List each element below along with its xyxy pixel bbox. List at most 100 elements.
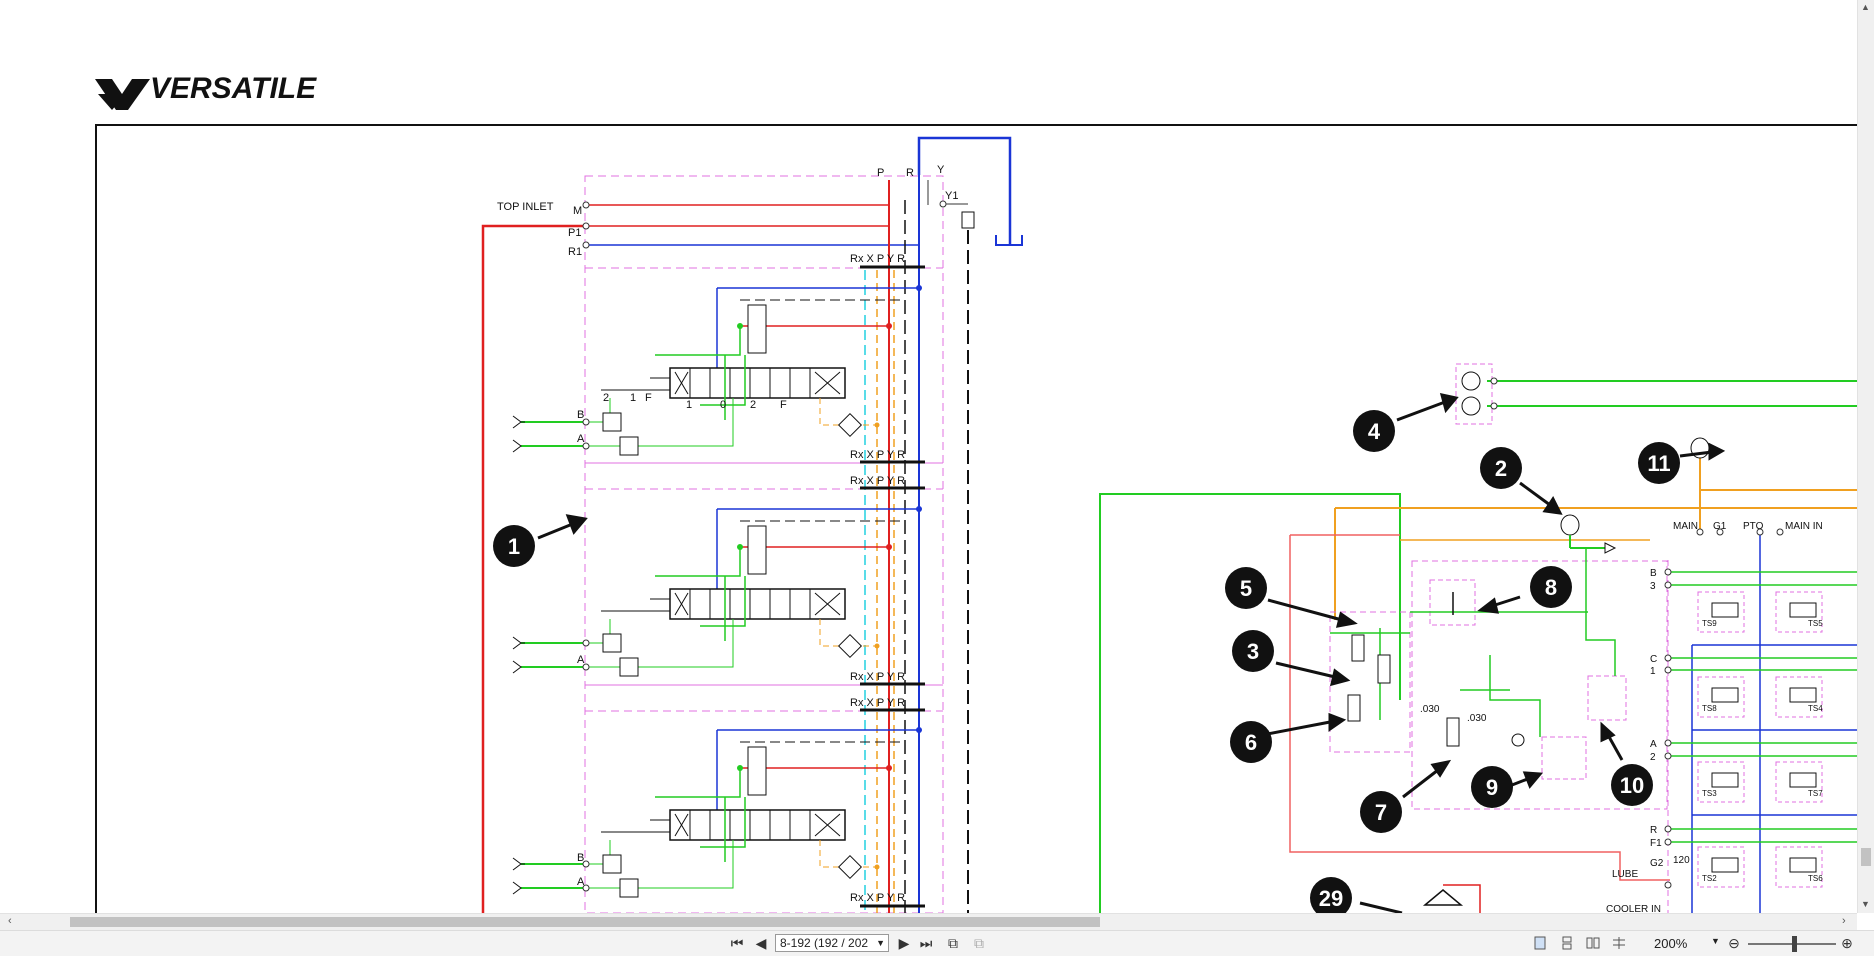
- callout-circles: [493, 410, 1680, 913]
- label-ts9: TS9: [1702, 619, 1717, 628]
- facing-view-icon[interactable]: [1612, 936, 1626, 950]
- ddr-row-5: Rx X P Y R: [850, 697, 905, 709]
- callout-8: 8: [1545, 575, 1557, 600]
- label-y1: Y1: [945, 190, 958, 202]
- paste-page-icon[interactable]: ⧉: [974, 935, 984, 951]
- last-page-icon[interactable]: ⏭: [919, 935, 933, 951]
- label-r: R: [906, 167, 914, 179]
- hydraulic-schematic: VERSATILE: [95, 72, 1857, 913]
- label-a-right: A: [1650, 739, 1657, 750]
- label-f-a: F: [780, 399, 787, 411]
- scroll-down-icon[interactable]: ▼: [1861, 899, 1870, 909]
- label-ts7: TS7: [1808, 789, 1823, 798]
- horizontal-scrollbar[interactable]: ‹ ›: [0, 913, 1857, 930]
- callout-9: 9: [1486, 775, 1498, 800]
- manifold-schematic: [1099, 363, 1857, 913]
- zoom-level[interactable]: 200%: [1654, 936, 1688, 951]
- brand-text: VERSATILE: [150, 72, 317, 105]
- label-2-1: 2: [603, 392, 609, 404]
- label-orifice-1: .030: [1420, 704, 1440, 715]
- label-ts8: TS8: [1702, 704, 1717, 713]
- callout-3: 3: [1247, 639, 1259, 664]
- label-main-in: MAIN IN: [1785, 521, 1823, 532]
- callout-arrows: [537, 393, 1726, 913]
- vertical-scrollbar[interactable]: ▲ ▼: [1857, 0, 1874, 913]
- callout-11: 11: [1647, 451, 1670, 476]
- right-port-column: [1664, 528, 1857, 913]
- callout-6: 6: [1245, 730, 1257, 755]
- label-2-right: 2: [1650, 752, 1656, 763]
- ddr-row-6: Rx X P Y R: [850, 892, 905, 904]
- zoom-slider-handle[interactable]: [1792, 936, 1797, 952]
- callout-2: 2: [1495, 456, 1507, 481]
- next-page-icon[interactable]: ▶: [898, 935, 910, 951]
- label-120: 120: [1673, 855, 1690, 866]
- right-port-labels: MAIN G1 PTO MAIN IN B 3 C 1 A 2 R F1 G2 …: [1420, 521, 1823, 913]
- label-r1: R1: [568, 246, 582, 258]
- zoom-out-icon[interactable]: ⊖: [1728, 935, 1740, 951]
- ddr-row-1: Rx X P Y R: [850, 253, 905, 265]
- label-ts6: TS6: [1808, 874, 1823, 883]
- scroll-left-icon[interactable]: ‹: [8, 915, 12, 927]
- callout-7: 7: [1375, 800, 1387, 825]
- label-pto: PTO: [1743, 521, 1764, 532]
- label-cooler-in: COOLER IN: [1606, 904, 1661, 913]
- zoom-in-icon[interactable]: ⊕: [1841, 935, 1853, 951]
- label-f-1: F: [645, 392, 652, 404]
- single-page-view-icon[interactable]: [1533, 936, 1547, 950]
- viewer-toolbar: ⏮ ◀ 8-192 (192 / 202 ▼ ▶ ⏭ ⧉ ⧉ 200% ▼ ⊖ …: [0, 930, 1874, 956]
- label-2-a: 2: [750, 399, 756, 411]
- label-p1: P1: [568, 227, 581, 239]
- two-page-view-icon[interactable]: [1586, 936, 1600, 950]
- ts-labels: TS9 TS5 TS8 TS4 TS3 TS7 TS2 TS6: [1702, 619, 1823, 883]
- horizontal-scroll-thumb[interactable]: [70, 917, 1100, 927]
- label-b-right: B: [1650, 568, 1657, 579]
- left-port-labels: TOP INLET M P1 R1 P R Y Y1 Rx X P Y R Rx…: [497, 164, 958, 904]
- callout-10: 10: [1620, 773, 1644, 798]
- callout-29: 29: [1319, 886, 1343, 911]
- label-g2-right: G2: [1650, 858, 1664, 869]
- label-orifice-2: .030: [1467, 713, 1487, 724]
- ddr-row-4: Rx X P Y R: [850, 671, 905, 683]
- label-p: P: [877, 167, 884, 179]
- ddr-row-2: Rx X P Y R: [850, 449, 905, 461]
- previous-page-icon[interactable]: ◀: [755, 935, 767, 951]
- label-a-3: A: [577, 876, 585, 888]
- label-3-right: 3: [1650, 581, 1656, 592]
- label-0-a: 0: [720, 399, 726, 411]
- label-1-right: 1: [1650, 666, 1656, 677]
- vertical-scroll-thumb[interactable]: [1861, 848, 1871, 866]
- label-1-1: 1: [630, 392, 636, 404]
- ddr-row-3: Rx X P Y R: [850, 475, 905, 487]
- callout-1: 1: [508, 534, 520, 559]
- label-1-a: 1: [686, 399, 692, 411]
- zoom-dropdown-icon[interactable]: ▼: [1711, 936, 1720, 946]
- label-ts5: TS5: [1808, 619, 1823, 628]
- label-ts4: TS4: [1808, 704, 1823, 713]
- scroll-right-icon[interactable]: ›: [1842, 915, 1846, 927]
- label-b-3: B: [577, 852, 584, 864]
- page-number-value: 8-192 (192 / 202: [780, 936, 869, 950]
- label-ts2: TS2: [1702, 874, 1717, 883]
- label-ts3: TS3: [1702, 789, 1717, 798]
- label-a-2: A: [577, 654, 585, 666]
- label-c-right: C: [1650, 654, 1657, 665]
- page-dropdown-icon[interactable]: ▼: [876, 938, 885, 948]
- label-g1: G1: [1713, 521, 1727, 532]
- label-b-1: B: [577, 409, 584, 421]
- copy-page-icon[interactable]: ⧉: [948, 935, 958, 951]
- continuous-view-icon[interactable]: [1560, 936, 1574, 950]
- page-number-input[interactable]: 8-192 (192 / 202 ▼: [775, 934, 889, 952]
- label-main: MAIN: [1673, 521, 1698, 532]
- label-y: Y: [937, 164, 945, 176]
- document-viewport[interactable]: VERSATILE: [0, 0, 1857, 913]
- first-page-icon[interactable]: ⏮: [730, 935, 744, 951]
- label-a-1: A: [577, 433, 585, 445]
- label-r-right: R: [1650, 825, 1657, 836]
- versatile-logo: VERSATILE: [95, 72, 317, 110]
- label-f1-right: F1: [1650, 838, 1662, 849]
- scroll-up-icon[interactable]: ▲: [1861, 2, 1870, 12]
- top-inlet-label: TOP INLET: [497, 201, 554, 213]
- label-m: M: [573, 205, 582, 217]
- label-lube: LUBE: [1612, 869, 1638, 880]
